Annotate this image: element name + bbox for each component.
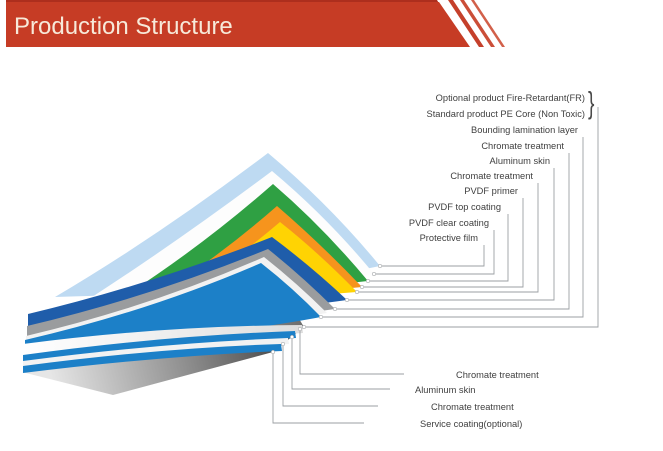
dot-aluminum-bottom: [289, 334, 295, 340]
label-standard-pe-core: Standard product PE Core (Non Toxic): [427, 109, 585, 119]
leader-chromate-upper: [359, 183, 539, 293]
leader-chromate-b2: [282, 346, 378, 407]
banner-stripe-2: [460, 0, 495, 47]
core-brace: }: [588, 87, 595, 121]
label-aluminum-skin-bottom: Aluminum skin: [415, 385, 475, 395]
label-pvdf-clear-coating: PVDF clear coating: [409, 218, 489, 228]
dot-pvdf-top: [365, 278, 371, 284]
header-banner: Production Structure: [6, 0, 505, 47]
leader-chromate-b1: [299, 331, 404, 375]
dot-aluminum-top: [344, 297, 350, 303]
labels: Optional product Fire-Retardant(FR) Stan…: [409, 87, 595, 429]
dot-protective-film: [377, 263, 383, 269]
label-pvdf-primer: PVDF primer: [464, 186, 518, 196]
leader-pvdf-top: [370, 214, 509, 282]
banner-shape: [6, 2, 470, 47]
dot-chromate-b2: [280, 341, 286, 347]
leader-bounding: [323, 137, 584, 318]
dot-service-coating: [270, 349, 276, 355]
leader-service-coating: [272, 354, 364, 424]
leader-pvdf-clear: [376, 230, 495, 275]
page-title: Production Structure: [14, 13, 233, 40]
label-protective-film: Protective film: [420, 233, 479, 243]
leader-core: [306, 107, 599, 328]
label-chromate-treatment-3: Chromate treatment: [456, 370, 539, 380]
label-optional-fire-retardant: Optional product Fire-Retardant(FR): [436, 93, 585, 103]
leader-protective-film: [382, 245, 485, 267]
dot-core: [301, 324, 307, 330]
leader-aluminum-bottom: [291, 339, 390, 390]
layer-bounding-lamination-shape: [25, 263, 321, 352]
banner-stripe-3: [471, 0, 505, 47]
label-chromate-treatment-4: Chromate treatment: [431, 402, 514, 412]
leader-chromate-mid: [337, 153, 570, 310]
label-service-coating: Service coating(optional): [420, 419, 522, 429]
label-chromate-treatment-1: Chromate treatment: [481, 141, 564, 151]
dot-pvdf-clear: [371, 271, 377, 277]
label-pvdf-top-coating: PVDF top coating: [428, 202, 501, 212]
layer-blue-bottom-strip-shape: [23, 344, 282, 373]
label-aluminum-skin-top: Aluminum skin: [490, 156, 550, 166]
label-bounding-lamination: Bounding lamination layer: [471, 125, 578, 135]
dot-chromate-upper: [354, 289, 360, 295]
leader-lines: [270, 107, 599, 424]
dot-chromate-b1: [297, 326, 303, 332]
label-chromate-treatment-2: Chromate treatment: [450, 171, 533, 181]
layer-chromate-bottom-shape: [23, 338, 289, 367]
panel-illustration: [22, 153, 380, 395]
leader-pvdf-primer: [364, 198, 524, 288]
banner-stripe-1: [448, 0, 484, 47]
dot-pvdf-primer: [359, 284, 365, 290]
dot-bounding: [318, 314, 324, 320]
dot-chromate-mid: [332, 306, 338, 312]
leader-aluminum-top: [349, 168, 555, 301]
